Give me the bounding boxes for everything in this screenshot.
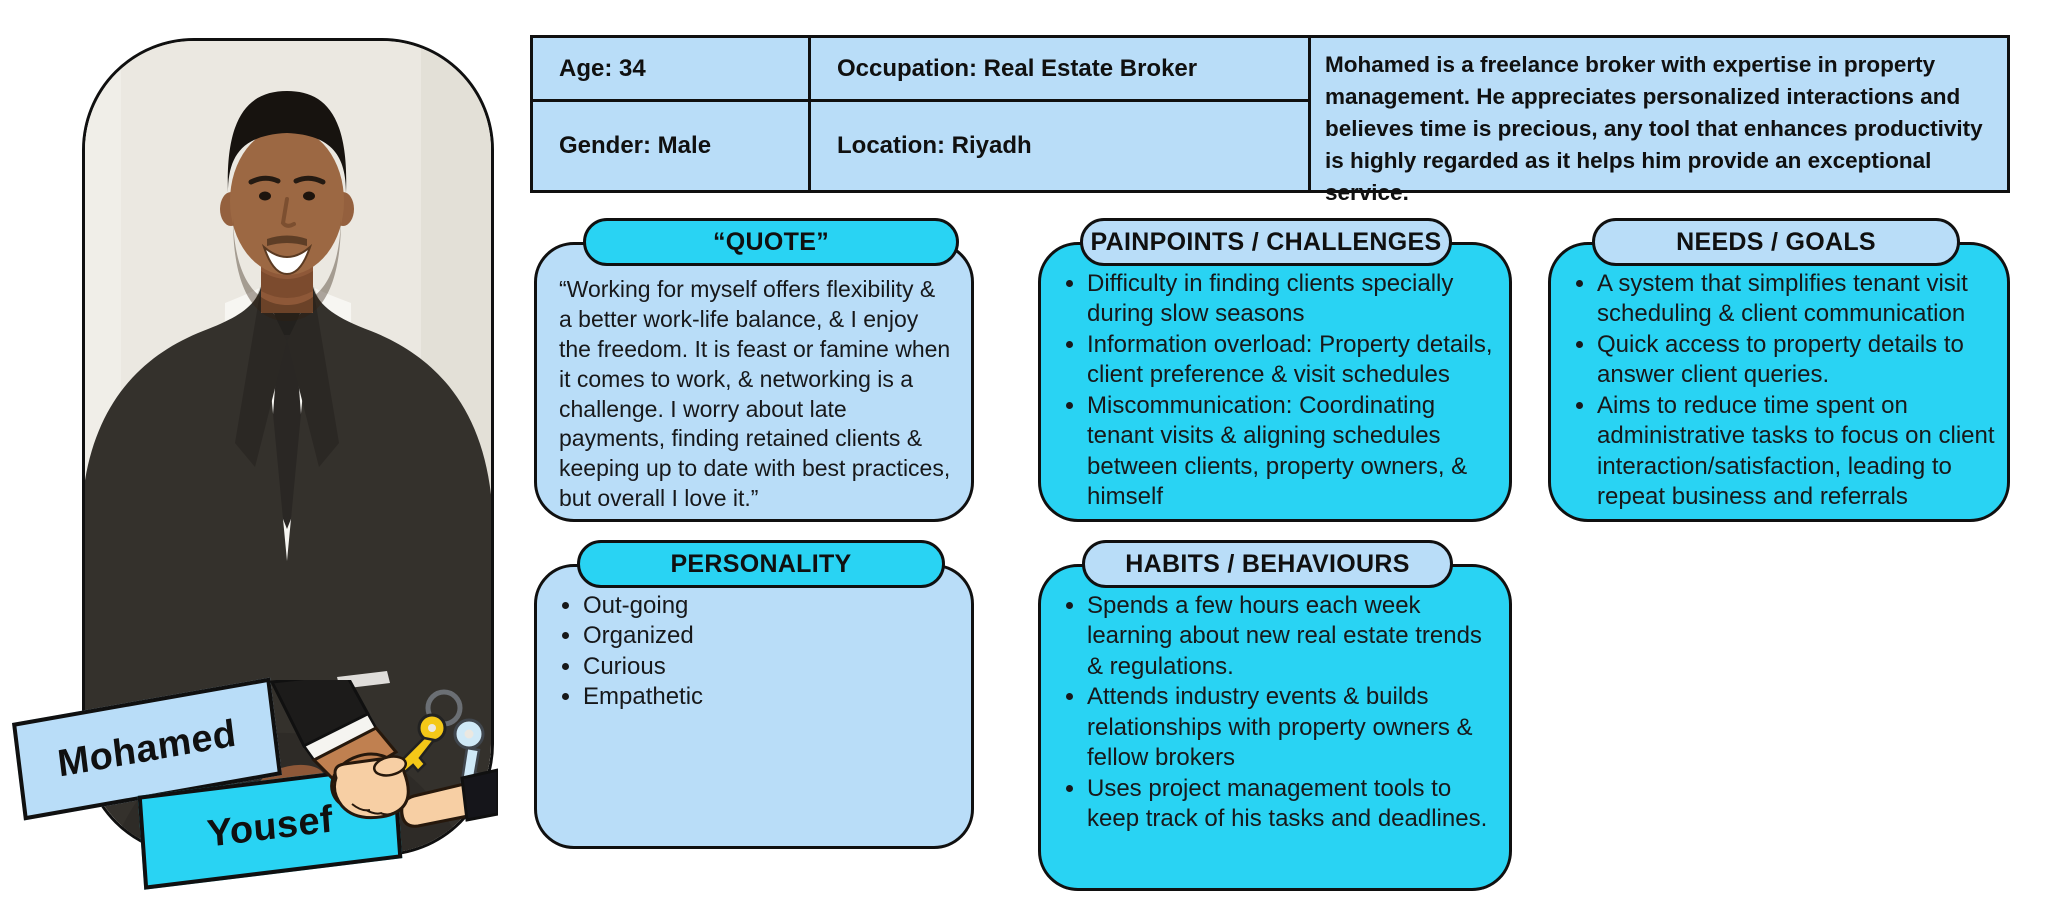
list-item: Uses project management tools to keep tr… [1087,774,1501,835]
painpoints-list: Difficulty in finding clients specially … [1041,245,1509,513]
painpoints-section: Difficulty in finding clients specially … [1038,242,1512,522]
summary-cell: Mohamed is a freelance broker with exper… [1325,52,1983,205]
personality-section-title: PERSONALITY [577,540,945,588]
quote-text: “Working for myself offers flexibility &… [559,276,951,512]
handshake-keys-illustration [269,680,498,828]
habits-list: Spends a few hours each week learning ab… [1041,567,1509,835]
list-item: Miscommunication: Coordinating tenant vi… [1087,391,1501,513]
gender-cell: Gender: Male [533,102,811,190]
list-item: Curious [583,652,963,682]
list-item: Attends industry events & builds relatio… [1087,682,1501,773]
list-item: Empathetic [583,682,963,712]
list-item: Quick access to property details to answ… [1597,330,1999,391]
quote-section-title: “QUOTE” [583,218,959,266]
list-item: Aims to reduce time spent on administrat… [1597,391,1999,513]
habits-section-title: HABITS / BEHAVIOURS [1082,540,1453,588]
list-item: Information overload: Property details, … [1087,330,1501,391]
personality-list: Out-going Organized Curious Empathetic [537,567,971,713]
location-cell: Location: Riyadh [811,102,1311,190]
list-item: Organized [583,621,963,651]
list-item: A system that simplifies tenant visit sc… [1597,269,1999,330]
list-item: Spends a few hours each week learning ab… [1087,591,1501,682]
list-item: Difficulty in finding clients specially … [1087,269,1501,330]
habits-section: Spends a few hours each week learning ab… [1038,564,1512,891]
needs-section-title: NEEDS / GOALS [1592,218,1960,266]
age-cell: Age: 34 [533,38,811,102]
personality-section: Out-going Organized Curious Empathetic [534,564,974,849]
list-item: Out-going [583,591,963,621]
needs-section: A system that simplifies tenant visit sc… [1548,242,2010,522]
first-name-label: Mohamed [55,711,239,786]
occupation-cell: Occupation: Real Estate Broker [811,38,1311,102]
needs-list: A system that simplifies tenant visit sc… [1551,245,2007,513]
info-table: Age: 34 Occupation: Real Estate Broker M… [530,35,2010,205]
quote-section: “Working for myself offers flexibility &… [534,242,974,522]
painpoints-section-title: PAINPOINTS / CHALLENGES [1080,218,1452,266]
